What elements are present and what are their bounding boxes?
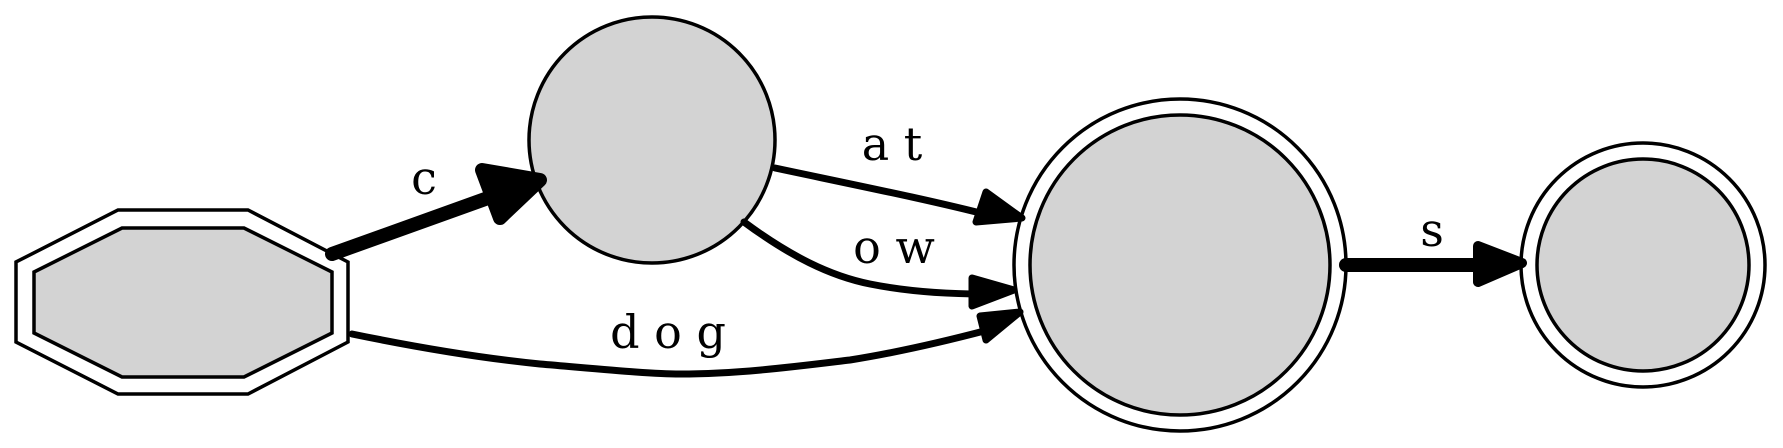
edge-dog-line (348, 326, 992, 378)
edge-s-arrowhead (1473, 241, 1527, 287)
edge-ow-arrowhead (968, 274, 1018, 310)
edge-c-arrowhead (475, 163, 547, 225)
edge-s-label: s (1420, 203, 1444, 257)
edge-c-label: c (411, 151, 437, 205)
node-start-body (32, 226, 334, 379)
edge-at-line (771, 164, 996, 220)
edge-ow: o w (740, 218, 1018, 310)
edge-at-arrowhead (972, 188, 1026, 226)
edge-at: a t (771, 117, 1026, 226)
node-s3-body (1535, 157, 1751, 373)
edge-ow-label: o w (853, 220, 935, 274)
node-s3 (1519, 141, 1767, 389)
node-start-outer-border (14, 208, 350, 396)
node-s1 (527, 15, 777, 265)
node-s2 (1012, 97, 1348, 433)
edge-c: c (325, 151, 547, 261)
edge-dog-arrowhead (976, 308, 1024, 344)
node-s2-body (1028, 113, 1332, 417)
edge-c-line (325, 191, 495, 261)
edge-dog-label: d o g (610, 305, 726, 359)
edge-ow-line (740, 218, 988, 298)
edge-s: s (1339, 203, 1527, 287)
edge-dog: d o g (348, 305, 1024, 378)
edge-at-label: a t (862, 117, 923, 171)
node-start (14, 208, 350, 396)
node-s1-body (527, 15, 777, 265)
